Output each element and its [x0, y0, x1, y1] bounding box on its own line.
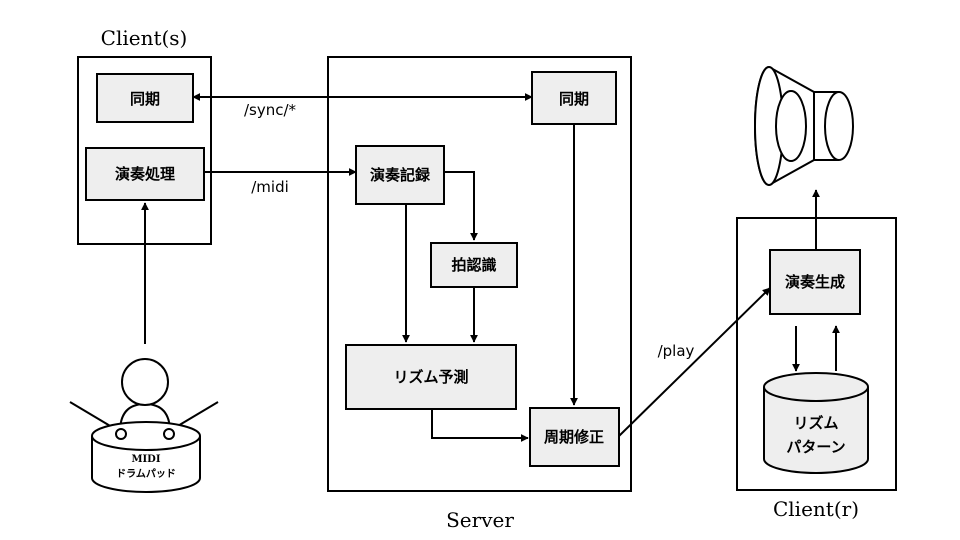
sync-edge-label: /sync/* [244, 101, 297, 119]
speaker-icon [754, 65, 854, 187]
node-performance-generation: 演奏生成 [769, 249, 861, 315]
drum-label-line2: ドラムパッド [116, 468, 176, 480]
node-sync-client-label: 同期 [130, 90, 160, 108]
server-label: Server [446, 508, 514, 532]
node-rhythm-prediction-label: リズム予測 [393, 368, 468, 386]
node-performance-recording-label: 演奏記録 [370, 166, 431, 184]
node-sync-server: 同期 [531, 71, 617, 125]
node-rhythm-prediction: リズム予測 [345, 344, 517, 410]
rhythm-pattern-label-line2: パターン [786, 438, 845, 456]
node-performance-generation-label: 演奏生成 [785, 273, 845, 291]
client-r-group: Client(r) [736, 217, 897, 521]
drum-label-line1: MIDI [131, 454, 160, 465]
client-s-label: Client(s) [101, 26, 188, 50]
node-sync-client: 同期 [96, 73, 194, 123]
server-group: Server [327, 56, 632, 532]
node-performance-processing-label: 演奏処理 [115, 165, 175, 183]
recording-to-beat-edge [444, 171, 478, 241]
midi-edge-label: /midi [251, 178, 289, 196]
edges [141, 93, 840, 442]
node-performance-processing: 演奏処理 [85, 147, 205, 201]
rhythm-pattern-database: リズム パターン [763, 372, 869, 474]
node-beat-recognition: 拍認識 [430, 242, 518, 288]
play-edge [618, 287, 771, 437]
node-sync-server-label: 同期 [559, 90, 589, 108]
drummer-icon [69, 358, 219, 493]
node-period-correction: 周期修正 [529, 407, 620, 467]
prediction-to-correction-edge [431, 409, 529, 442]
rhythm-pattern-label-line1: リズム [793, 414, 838, 432]
node-period-correction-label: 周期修正 [544, 428, 604, 446]
node-beat-recognition-label: 拍認識 [451, 256, 496, 274]
node-performance-recording: 演奏記録 [355, 145, 445, 205]
play-edge-label: /play [658, 342, 695, 360]
client-r-label: Client(r) [773, 497, 859, 521]
